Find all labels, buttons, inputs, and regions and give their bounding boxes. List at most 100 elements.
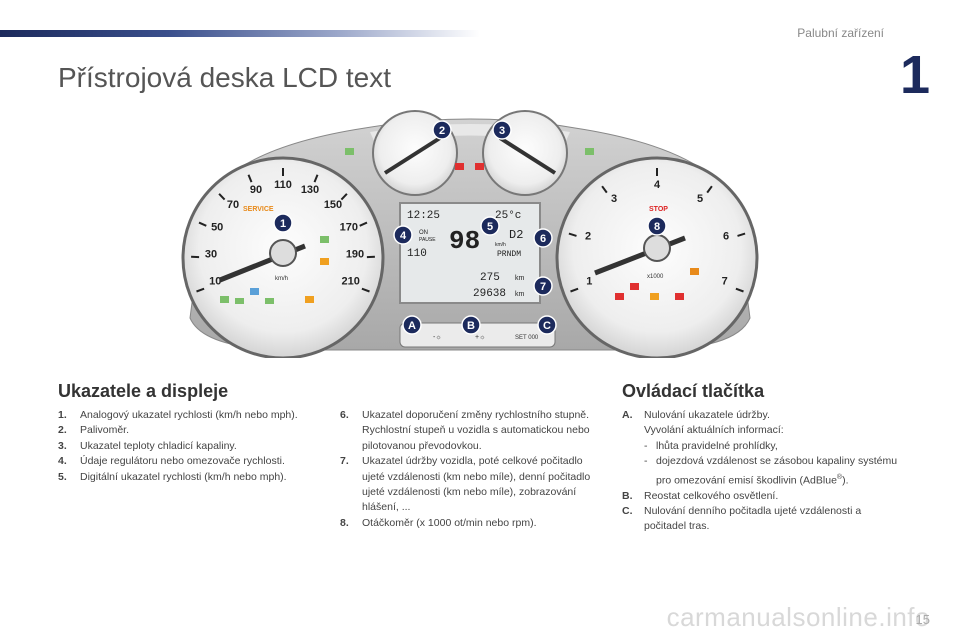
callout-1-badge	[273, 213, 293, 233]
dial-tick	[735, 287, 744, 293]
list-item: 4.Údaje regulátoru nebo omezovače rychlo…	[58, 454, 318, 469]
header-band	[0, 30, 480, 37]
dial-tick	[706, 185, 713, 194]
item-text: Údaje regulátoru nebo omezovače rychlost…	[80, 455, 285, 468]
dial-tick	[568, 232, 577, 237]
lcd-speed: 98	[449, 226, 480, 256]
item-number: A.	[622, 409, 633, 421]
dial-tick	[601, 185, 608, 194]
speed-unit-label: km/h	[275, 276, 288, 282]
speedometer-tick-label: 90	[250, 184, 262, 196]
item-number: C.	[622, 504, 633, 517]
item-number: 2.	[58, 424, 67, 437]
registered-mark: ®	[836, 473, 843, 481]
item-text: Ukazatel údržby vozidla, poté celkové po…	[362, 455, 591, 514]
indicators-list-right: 6. Ukazatel doporučení změny rychlostního…	[340, 408, 608, 531]
tachometer-tick-label: 7	[722, 276, 728, 288]
button-callout-A-badge	[402, 315, 422, 335]
speedometer-tick-label: 30	[205, 249, 217, 261]
callout-3-badge	[492, 120, 512, 140]
lcd-limit: 110	[407, 248, 427, 260]
dial-tick	[359, 221, 368, 227]
service-label: SERVICE	[243, 206, 274, 213]
page-number: 15	[915, 612, 930, 627]
list-item: 7. Ukazatel údržby vozidla, poté celkové …	[340, 454, 608, 516]
callout-4: 4	[400, 230, 407, 242]
speedometer-tick-label: 70	[227, 199, 239, 211]
dial-tick	[340, 193, 348, 201]
item-text: Nulování ukazatele údržby.	[644, 409, 770, 421]
lcd-trip: 275	[480, 272, 500, 284]
speedometer-tick-label: 130	[301, 184, 319, 196]
lcd-speed-unit: km/h	[495, 242, 506, 248]
callout-1: 1	[280, 218, 286, 230]
sub-item-text-end: ).	[842, 474, 849, 487]
lcd-pause: PAUSE	[419, 237, 436, 243]
chapter-number: 1	[899, 45, 930, 105]
controls-heading: Ovládací tlačítka	[622, 381, 765, 401]
dial-tick	[313, 174, 319, 183]
button-b2-label: +☼	[475, 334, 486, 341]
button-c-label: SET 000	[515, 335, 539, 341]
warning-lamps	[220, 148, 699, 304]
callout-8: 8	[654, 221, 660, 233]
sub-item-text: lhůta pravidelné prohlídky,	[656, 439, 778, 452]
list-item: 1.Analogový ukazatel rychlosti (km/h neb…	[58, 408, 318, 423]
list-item: 6. Ukazatel doporučení změny rychlostního…	[340, 408, 608, 454]
callout-4-badge	[393, 225, 413, 245]
tacho-unit-label: x1000	[647, 274, 664, 280]
speedometer-tick-label: 10	[209, 276, 221, 288]
footer-watermark: carmanualsonline.info	[666, 602, 930, 632]
dial-tick	[737, 232, 746, 237]
lcd-temp: 25°c	[495, 210, 521, 222]
item-number: 8.	[340, 516, 349, 529]
tachometer-tick-label: 4	[654, 179, 661, 191]
dial-tick	[196, 287, 205, 293]
item-number: B.	[622, 489, 633, 502]
list-item: B. Reostat celkového osvětlení.	[622, 489, 902, 504]
dash-bullet: -	[644, 439, 648, 452]
speedometer-tick-label: 170	[340, 222, 358, 234]
callout-5-badge	[480, 216, 500, 236]
callout-7: 7	[540, 281, 546, 293]
item-text: Palivoměr.	[80, 424, 130, 437]
lcd-trip-unit: km	[515, 275, 525, 282]
dial-tick	[247, 174, 253, 183]
item-text: Ukazatel teploty chladicí kapaliny.	[80, 439, 237, 452]
section-label: Palubní zařízení	[797, 26, 884, 40]
lcd-odo: 29638	[473, 288, 506, 300]
list-item: 8. Otáčkoměr (x 1000 ot/min nebo rpm).	[340, 516, 608, 531]
item-text: Nulování denního počitadla ujeté vzdálen…	[644, 504, 862, 533]
callout-6-badge	[533, 228, 553, 248]
speedometer-tick-label: 110	[274, 179, 292, 191]
button-callout-A: A	[408, 320, 416, 332]
lcd-odo-unit: km	[515, 291, 525, 298]
tachometer-tick-label: 6	[723, 230, 729, 242]
item-number: 5.	[58, 470, 67, 483]
dial-tick	[218, 193, 226, 201]
page-title: Přístrojová deska LCD text	[58, 62, 392, 93]
lcd-display	[399, 202, 541, 304]
item-number: 7.	[340, 455, 349, 468]
dash-bullet: -	[644, 455, 648, 468]
dial-tick	[570, 287, 579, 293]
item-text: Reostat celkového osvětlení.	[644, 489, 779, 502]
item-number: 1.	[58, 409, 67, 421]
sub-item-text: dojezdová vzdálenost se zásobou kapaliny…	[656, 455, 898, 487]
dial-tick	[361, 287, 370, 293]
stop-label: STOP	[649, 206, 668, 213]
speedometer-tick-label: 210	[342, 276, 360, 288]
item-text: Otáčkoměr (x 1000 ot/min nebo rpm).	[362, 516, 537, 529]
button-callout-B-badge	[461, 315, 481, 335]
item-number: 3.	[58, 439, 67, 452]
callout-5: 5	[487, 221, 493, 233]
lcd-gear: D2	[509, 228, 523, 242]
button-callout-C: C	[543, 320, 551, 332]
item-extra-text: Rychlostní stupeň u vozidla s automatick…	[362, 424, 590, 452]
button-callout-C-badge	[537, 315, 557, 335]
tachometer-tick-label: 3	[611, 193, 617, 205]
lcd-time: 12:25	[407, 210, 440, 222]
item-text: Ukazatel doporučení změny rychlostního s…	[362, 409, 590, 421]
item-number: 6.	[340, 409, 349, 421]
